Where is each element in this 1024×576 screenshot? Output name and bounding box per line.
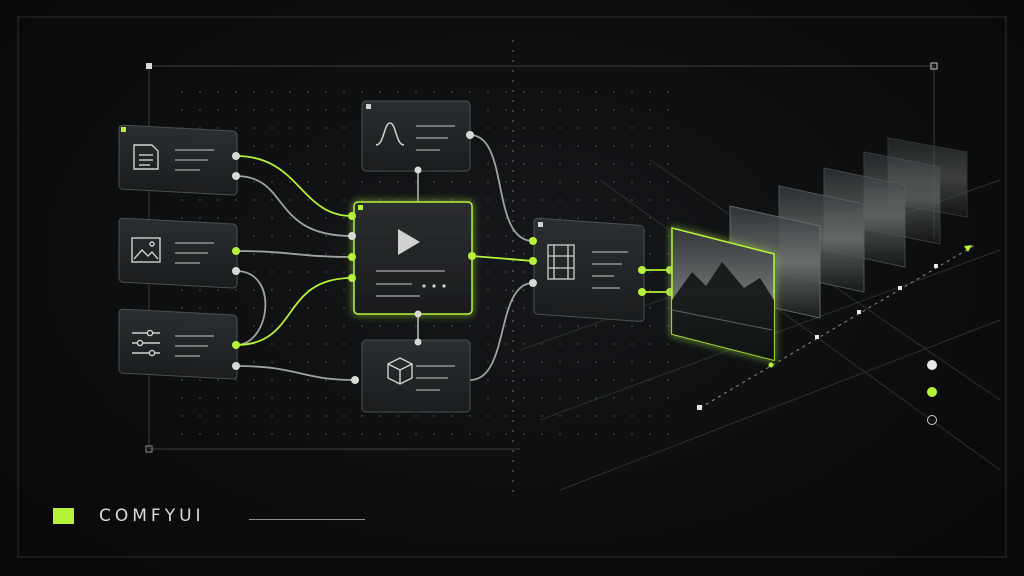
timeline-axis	[697, 244, 976, 410]
video-node[interactable]	[353, 201, 473, 315]
text-node[interactable]	[118, 124, 238, 196]
corner-marker	[930, 62, 938, 70]
film-icon	[547, 244, 575, 280]
curve-node[interactable]	[361, 100, 471, 172]
connections	[235, 134, 670, 381]
document-icon	[133, 144, 159, 170]
mountain	[672, 262, 774, 360]
cube-icon	[387, 357, 413, 385]
sliders-icon	[132, 329, 160, 357]
brand-underline	[249, 519, 365, 520]
image-node[interactable]	[118, 217, 238, 289]
settings-node[interactable]	[118, 308, 238, 380]
image-icon	[131, 237, 161, 263]
outer-frame	[17, 16, 1007, 558]
curve-icon	[375, 122, 405, 146]
frame-stack	[671, 137, 968, 361]
corner-marker	[146, 63, 152, 69]
legend-dots	[927, 360, 937, 425]
film-node[interactable]	[533, 217, 645, 322]
corner-marker	[145, 445, 153, 453]
brand-name: COMFYUI	[99, 506, 205, 526]
brand-square	[53, 508, 74, 524]
model-node[interactable]	[361, 339, 471, 413]
play-icon	[398, 229, 420, 255]
